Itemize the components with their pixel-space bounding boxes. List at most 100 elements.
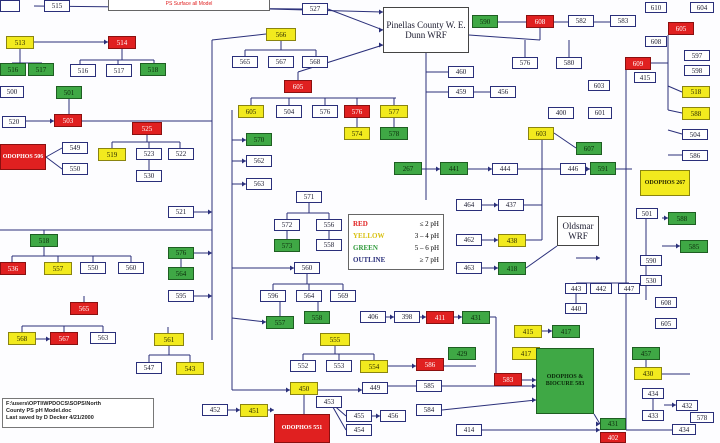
flow-arrow-icon <box>436 166 440 172</box>
station-node-n25: 604 <box>690 2 714 13</box>
flow-arrow-icon <box>46 336 50 342</box>
station-node-n2: 515 <box>44 0 70 12</box>
station-node-n3: 527 <box>302 3 328 15</box>
station-node-n70: ODOPHOS 267 <box>640 170 690 196</box>
station-node-n74: 556 <box>316 219 342 231</box>
station-node-n140: 455 <box>346 410 372 422</box>
station-node-n80: 501 <box>636 208 658 219</box>
pipe-segment <box>211 33 267 41</box>
station-node-n13: 501 <box>56 86 82 99</box>
station-node-n128: 547 <box>136 362 162 374</box>
legend-green-name: GREEN <box>353 244 378 252</box>
flow-arrow-icon <box>488 166 492 172</box>
station-node-n26: 605 <box>668 22 694 35</box>
pipe-segment <box>231 317 267 323</box>
station-node-n57: 523 <box>136 148 162 160</box>
station-node-n91: 560 <box>118 262 144 274</box>
station-node-n49: 578 <box>380 127 408 140</box>
station-node-n90: 550 <box>80 262 106 274</box>
station-node-n64: 586 <box>682 150 708 161</box>
pipe-segment <box>468 34 541 41</box>
station-node-n104: 608 <box>655 297 677 308</box>
legend-row-red: RED ≤ 2 pH <box>353 218 439 230</box>
station-node-n145: ODOPHOS 551 <box>274 414 330 443</box>
station-node-n55: 550 <box>62 163 88 175</box>
station-node-n121: 429 <box>448 347 476 360</box>
station-node-n45: 400 <box>548 107 574 119</box>
pipe-segment <box>593 413 601 425</box>
flow-arrow-icon <box>270 407 274 413</box>
station-node-n76: 558 <box>316 239 342 251</box>
station-node-n66: 441 <box>440 162 468 175</box>
flow-arrow-icon <box>242 137 246 143</box>
pipe-segment <box>525 245 558 269</box>
station-node-n146: 454 <box>346 424 372 436</box>
pipe-segment <box>667 85 683 93</box>
file-path-note: F:\users\OPTI\WPDOCS\SOPS\North County P… <box>2 398 154 428</box>
station-node-n127: 586 <box>416 358 444 371</box>
station-node-n97: 442 <box>590 283 612 294</box>
flow-arrow-icon <box>208 293 212 299</box>
flow-arrow-icon <box>376 413 380 419</box>
flow-arrow-icon <box>458 314 462 320</box>
station-node-n9: 516 <box>70 64 96 77</box>
station-node-n39: 603 <box>588 80 610 91</box>
legend-row-green: GREEN 5 – 6 pH <box>353 242 439 254</box>
station-node-n144: 432 <box>676 400 698 411</box>
station-node-n139: 451 <box>240 404 268 417</box>
note-line-saved: Last saved by D Decker 4/21/2000 <box>6 415 94 421</box>
station-node-n116: 563 <box>90 332 116 344</box>
station-node-n60: 570 <box>246 133 272 146</box>
pipe-segment <box>553 132 577 149</box>
flow-arrow-icon <box>242 181 246 187</box>
station-node-n52: 525 <box>132 122 162 135</box>
legend-row-outline: OUTLINE ≥ 7 pH <box>353 254 439 266</box>
legend-row-yellow: YELLOW 3 – 4 pH <box>353 230 439 242</box>
station-node-n24: 610 <box>645 2 667 13</box>
note-line-file: County PS pH Model.doc <box>6 408 72 414</box>
station-node-n132: 585 <box>416 380 442 392</box>
station-node-n87: 564 <box>168 267 194 280</box>
station-node-n19: 568 <box>302 56 328 68</box>
station-node-n15: 503 <box>54 114 82 127</box>
pipe-segment <box>327 8 384 31</box>
station-node-n33: 598 <box>684 65 710 76</box>
station-node-n138: 452 <box>202 404 228 416</box>
flow-arrow-icon <box>390 314 394 320</box>
station-node-n115: 567 <box>50 332 78 345</box>
station-node-n96: 443 <box>565 283 587 294</box>
legend-red-name: RED <box>353 220 368 228</box>
pipe-segment <box>45 147 63 158</box>
station-node-n151: 578 <box>690 412 714 423</box>
station-node-n11: 518 <box>140 63 166 76</box>
station-node-n67: 444 <box>492 163 518 175</box>
station-node-n73: 572 <box>274 219 300 231</box>
flow-arrow-icon <box>358 387 362 393</box>
pipe-segment <box>667 129 683 135</box>
pipe-segment <box>441 399 537 411</box>
station-node-n105: 440 <box>565 303 587 314</box>
station-node-n107: 557 <box>266 316 294 329</box>
station-node-n126: 554 <box>360 360 388 373</box>
station-node-n150: 434 <box>672 424 696 435</box>
station-node-n102: 564 <box>296 290 322 302</box>
flow-arrow-icon <box>494 265 498 271</box>
station-node-n118: 417 <box>552 325 580 338</box>
station-node-n48: 574 <box>344 127 370 140</box>
flow-arrow-icon <box>262 319 266 325</box>
flow-arrow-icon <box>290 265 294 271</box>
flow-arrow-icon <box>532 397 536 403</box>
station-node-n142: 584 <box>416 404 442 416</box>
flow-arrow-icon <box>596 255 600 261</box>
station-node-n59: 530 <box>136 170 162 182</box>
station-node-n23: 583 <box>610 15 636 27</box>
flow-arrow-icon <box>236 407 240 413</box>
station-node-wrf1: Pinellas County W. E. Dunn WRF <box>383 7 469 53</box>
flow-arrow-icon <box>242 158 246 164</box>
station-node-n111: 411 <box>426 311 454 324</box>
flow-arrow-icon <box>494 202 498 208</box>
flow-arrow-icon <box>586 166 590 172</box>
station-node-n62: 563 <box>246 178 272 190</box>
station-node-n141: 456 <box>380 410 406 422</box>
station-node-n14: 520 <box>2 116 26 128</box>
